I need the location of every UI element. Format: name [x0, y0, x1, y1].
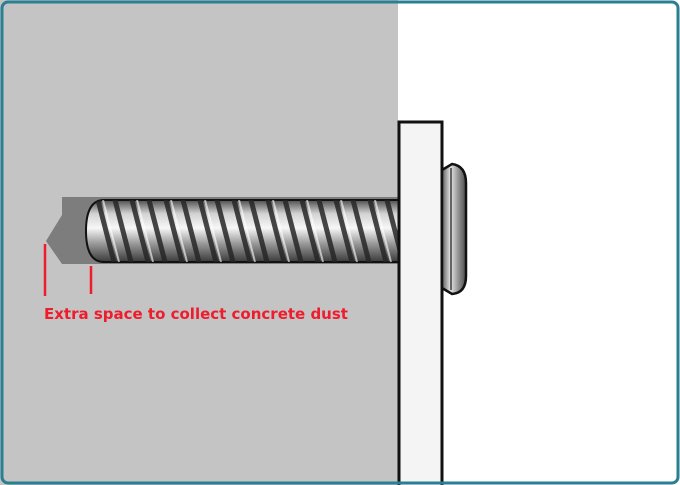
screw-head: [440, 162, 468, 296]
fixture-plate: [397, 120, 444, 485]
dust-space-label: Extra space to collect concrete dust: [44, 305, 348, 323]
screw-shank: [84, 199, 401, 263]
screw-thread: [95, 200, 400, 262]
